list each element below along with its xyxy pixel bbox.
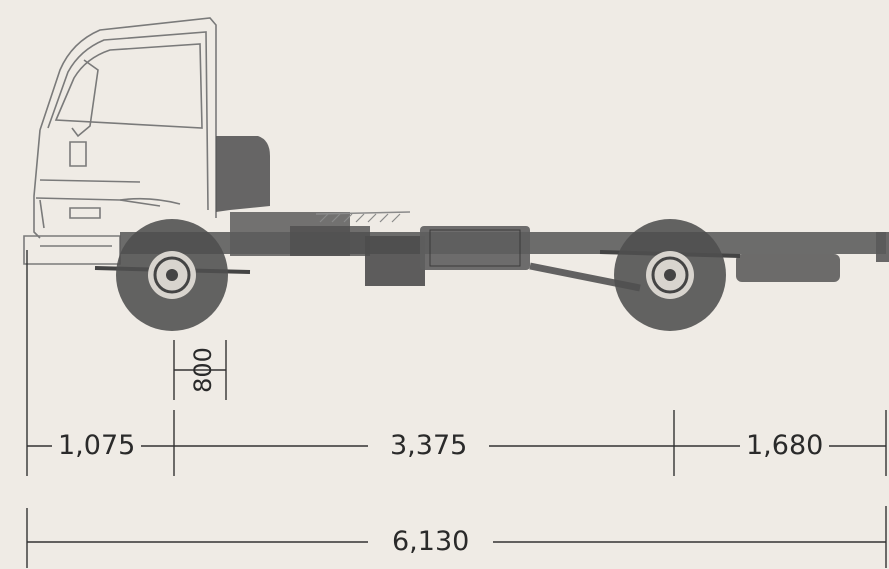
cab-outline [23,17,217,265]
battery-box [420,226,530,270]
air-intake [216,136,270,212]
overall-length-label: 6,130 [368,526,494,558]
rear-overhang-label: 1,680 [740,430,830,462]
front-overhang-label: 1,075 [52,430,142,462]
ground-clearance-label: 800 [188,347,217,393]
fuel-tank [365,236,425,286]
rear-wheel [614,219,726,331]
wheelbase-label: 3,375 [368,430,490,462]
front-wheel [116,219,228,331]
